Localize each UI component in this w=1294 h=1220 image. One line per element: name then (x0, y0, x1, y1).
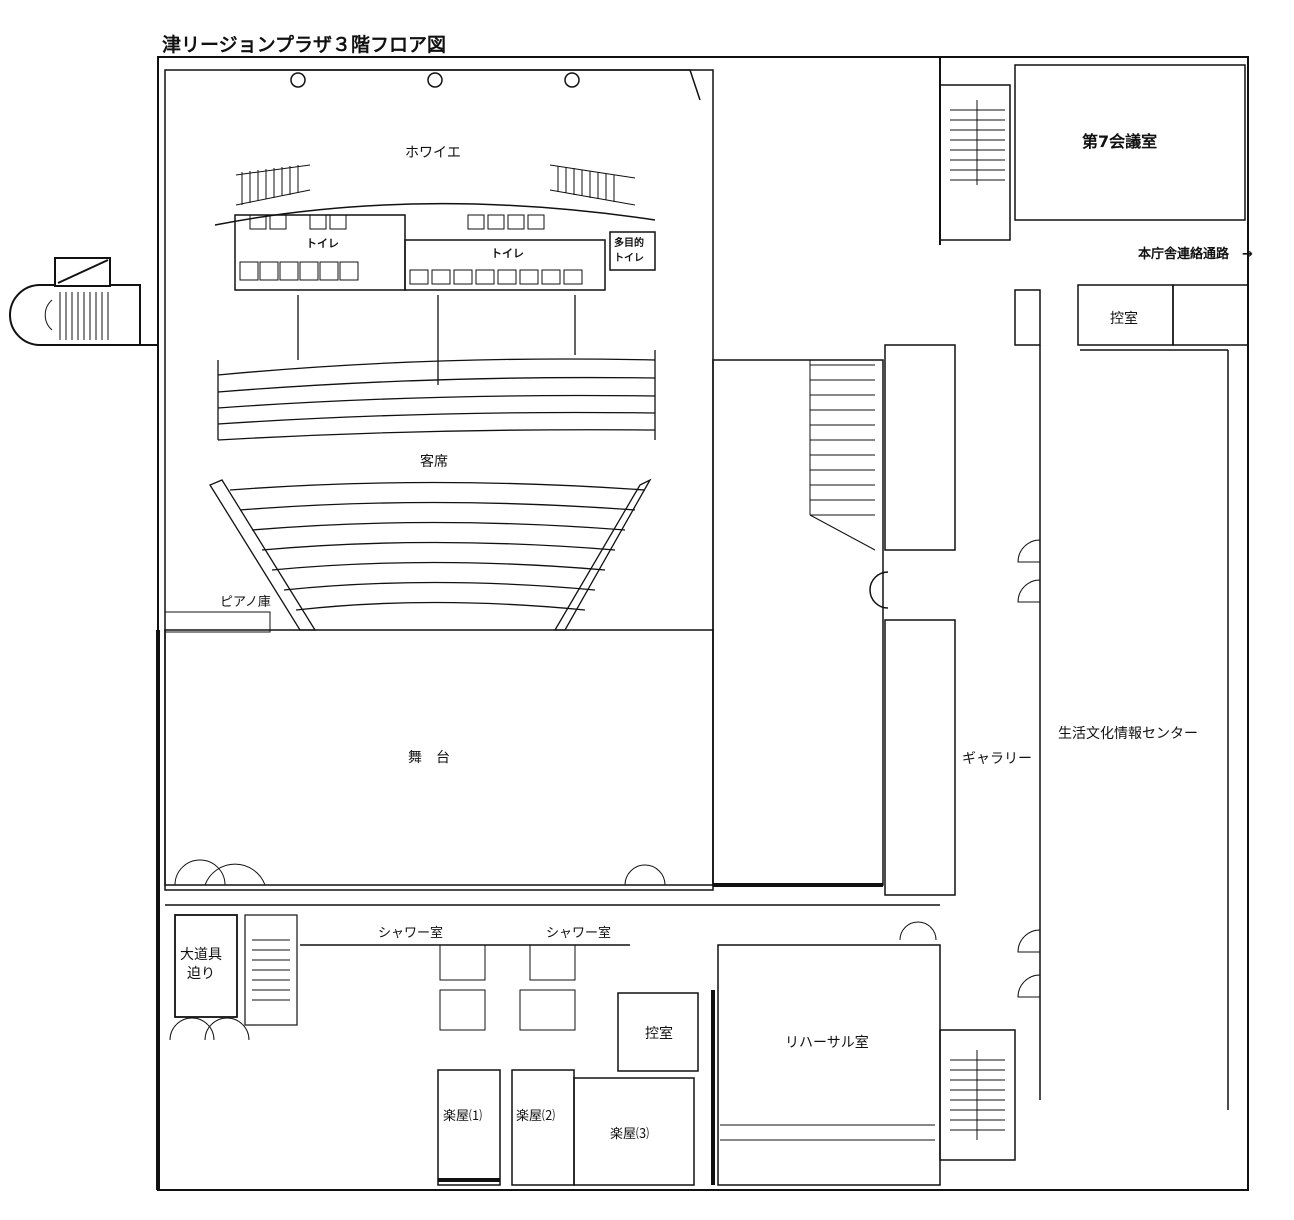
multipurpose-toilet (609, 231, 656, 271)
room-waiting-south: 控室 (645, 1026, 673, 1042)
room-foyer: ホワイエ (405, 145, 461, 161)
room-info-center: 生活文化情報センター (1058, 726, 1198, 742)
room-piano-storage: ピアノ庫 (220, 595, 271, 610)
room-toilet-left: トイレ (306, 237, 339, 250)
bridge-note: 本庁舎連絡通路 → (1138, 247, 1253, 262)
room-rehearsal: リハーサル室 (785, 1035, 869, 1051)
dressing-room-1 (437, 1069, 501, 1186)
foyer-stair-left (235, 164, 311, 206)
foyer-stair-right (549, 164, 636, 206)
room-dressing-1: 楽屋⑴ (443, 1109, 483, 1124)
outer-wall (157, 56, 1249, 1191)
room-shower-left: シャワー室 (378, 926, 444, 941)
lower-seat-rows (209, 478, 652, 631)
dressing-room-2 (511, 1069, 575, 1186)
room-seats: 客席 (420, 454, 448, 470)
spiral-stair-treads (44, 292, 109, 340)
room-props-lift: 大道具 迫り (180, 947, 222, 982)
stair-landing (54, 257, 111, 287)
room-multipurpose-toilet: 多目的 トイレ (614, 238, 644, 264)
room-gallery: ギャラリー (962, 751, 1032, 767)
room-dressing-3: 楽屋⑶ (610, 1127, 650, 1142)
room-conference-7: 第7会議室 (1082, 132, 1158, 151)
theater-hall (164, 69, 714, 891)
conference-room-7 (1014, 64, 1246, 221)
toilet-block-right (404, 239, 606, 291)
rehearsal-room (717, 944, 941, 1186)
room-dressing-2: 楽屋⑵ (516, 1109, 556, 1124)
upper-seat-rows (217, 295, 656, 441)
waiting-room-south (617, 992, 699, 1072)
prop-lift (174, 914, 238, 1018)
floor-plan-title: 津リージョンプラザ３階フロア図 (162, 34, 447, 56)
room-toilet-right: トイレ (491, 247, 524, 260)
room-shower-right: シャワー室 (546, 926, 612, 941)
room-waiting-east: 控室 (1110, 311, 1138, 327)
stair-hall (712, 359, 884, 886)
dressing-room-3 (573, 1077, 695, 1186)
room-stage: 舞 台 (408, 750, 450, 766)
